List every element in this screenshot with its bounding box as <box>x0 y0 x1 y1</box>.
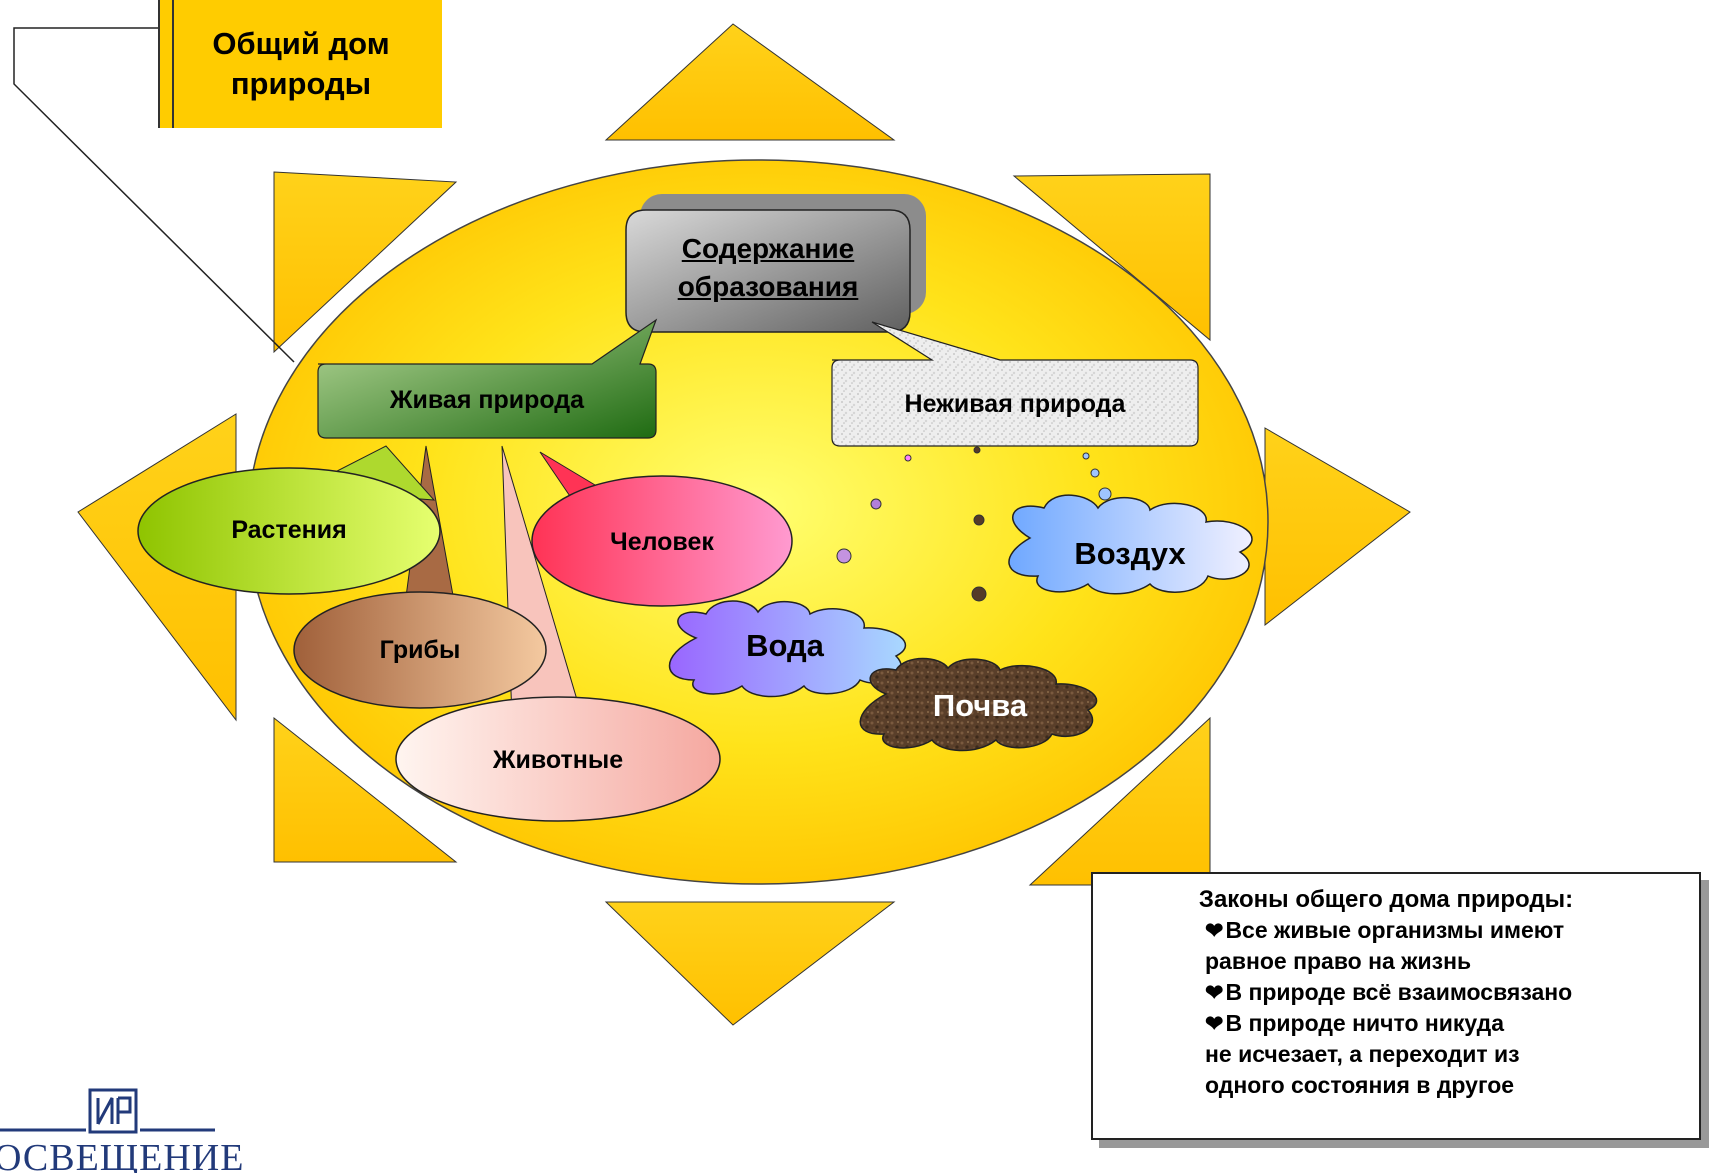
fungi-ellipse <box>293 591 547 709</box>
bubble-dot <box>1098 487 1112 501</box>
plants-label: Растения <box>231 516 347 544</box>
callout-line2: природы <box>230 66 372 101</box>
plants-ellipse <box>137 467 441 595</box>
laws-box: Законы общего дома природы: ❤Все живые о… <box>1091 872 1701 1140</box>
bubble-dot <box>1090 468 1100 478</box>
center-line1: Содержание <box>681 233 855 264</box>
bubble-dot <box>973 514 985 526</box>
sun-ray-top-left <box>273 171 458 354</box>
center-box <box>625 209 911 333</box>
callout-line1: Общий дом <box>212 26 390 61</box>
living-nature-label: Живая природа <box>389 386 585 414</box>
bubble-dot <box>870 498 882 510</box>
human-label: Человек <box>610 528 714 556</box>
sun-ray-bottom <box>604 901 896 1026</box>
nonliving-nature-label: Неживая природа <box>904 390 1126 418</box>
bubble-dot <box>971 586 987 602</box>
nonliving-nature-box <box>831 321 1199 447</box>
callout-box: Общий дом природы <box>158 0 442 128</box>
living-nature-box <box>317 318 658 439</box>
callout-border <box>172 0 174 128</box>
publisher-logo: ОСВЕЩЕНИЕ <box>0 1088 244 1173</box>
animals-ellipse <box>395 696 721 822</box>
heart-icon: ❤ <box>1205 980 1224 1005</box>
air-cloud <box>1008 494 1253 595</box>
bubble-dot <box>904 454 912 462</box>
law-item-2: ❤В природе всё взаимосвязано <box>1205 979 1573 1005</box>
law-item-3-cont2: одного состояния в другое <box>1205 1072 1515 1098</box>
animals-label: Животные <box>492 746 624 774</box>
law-item-1-cont: равное право на жизнь <box>1205 948 1472 974</box>
sun-ray-right <box>1264 427 1411 627</box>
laws-title: Законы общего дома природы: <box>1198 886 1574 913</box>
svg-text:ОСВЕЩЕНИЕ: ОСВЕЩЕНИЕ <box>0 1137 244 1173</box>
law-item-3-cont1: не исчезает, а переходит из <box>1205 1041 1520 1067</box>
sun-ray-top <box>604 23 896 141</box>
callout-connector <box>13 27 295 363</box>
water-cloud <box>668 600 907 698</box>
heart-icon: ❤ <box>1205 918 1224 943</box>
human-ellipse <box>531 475 793 607</box>
soil-label: Почва <box>932 688 1028 723</box>
air-label: Воздух <box>1074 536 1186 571</box>
water-label: Вода <box>746 628 824 663</box>
sun-ray-top-right <box>1012 173 1211 342</box>
fungi-label: Грибы <box>379 636 461 664</box>
center-title: Содержание образования <box>626 230 910 306</box>
law-item-1: ❤Все живые организмы имеют <box>1205 917 1565 943</box>
bubble-dot <box>973 446 981 454</box>
bubble-dot <box>1082 452 1090 460</box>
law-item-3: ❤В природе ничто никуда <box>1205 1010 1505 1036</box>
sun-ray-bottom-left <box>273 716 458 863</box>
soil-cloud <box>859 657 1098 752</box>
bubble-dot <box>836 548 852 564</box>
center-line2: образования <box>677 271 859 302</box>
heart-icon: ❤ <box>1205 1011 1224 1036</box>
